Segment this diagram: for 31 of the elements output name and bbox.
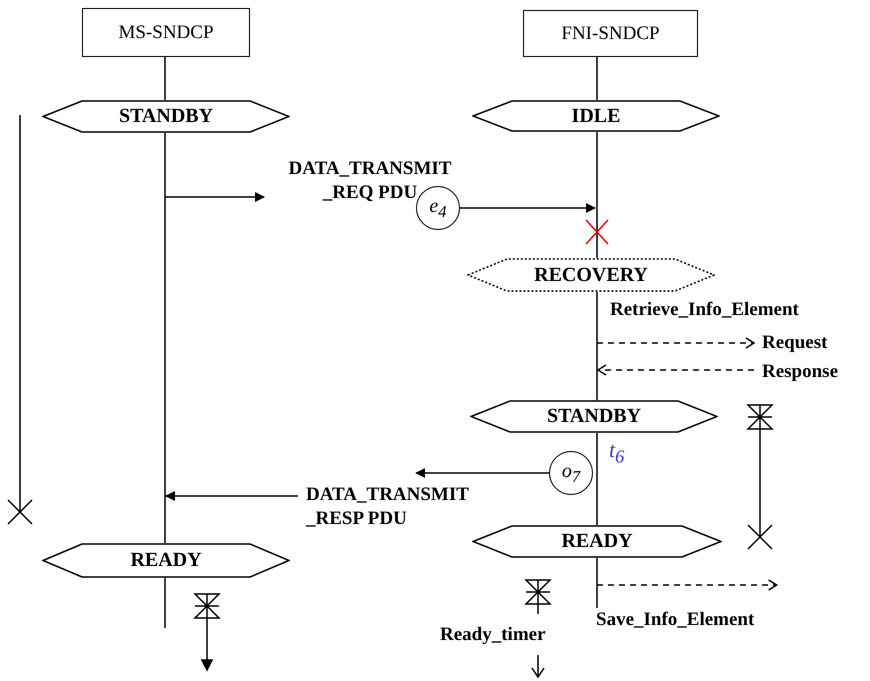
message-arrow	[597, 364, 754, 376]
lifeline-box: MS-SNDCP	[82, 8, 250, 57]
message-label: Retrieve_Info_Element	[610, 299, 799, 321]
message-arrow	[415, 468, 549, 478]
lifeline	[164, 57, 166, 100]
lifeline	[596, 292, 598, 400]
lifeline-box: FNI-SNDCP	[523, 10, 698, 57]
state-hexagon: STANDBY	[42, 100, 290, 133]
event-circle: e$_{4}$	[416, 186, 460, 230]
lifeline	[596, 57, 598, 100]
lifeline	[164, 578, 166, 628]
message-arrow	[597, 337, 755, 349]
lifeline	[164, 133, 166, 543]
state-hexagon: IDLE	[472, 100, 720, 132]
lifeline	[596, 433, 598, 525]
message-label: Save_Info_Element	[596, 608, 806, 632]
message-label: Response	[762, 360, 862, 384]
event-circle: o$_{7}$	[549, 451, 593, 495]
timer-label: Ready_timer	[440, 624, 546, 646]
state-hexagon: READY	[472, 525, 722, 558]
state-hexagon: RECOVERY	[467, 258, 715, 292]
state-hexagon: STANDBY	[470, 400, 718, 433]
message-label: Request	[762, 331, 852, 355]
lifeline	[596, 558, 598, 608]
message-arrow	[460, 203, 596, 213]
lifeline	[596, 132, 598, 258]
message-arrow	[165, 491, 298, 501]
message-arrow	[597, 579, 778, 591]
state-hexagon: READY	[42, 543, 290, 578]
message-arrow	[165, 192, 265, 202]
time-label: t$_{6}$	[609, 437, 624, 468]
